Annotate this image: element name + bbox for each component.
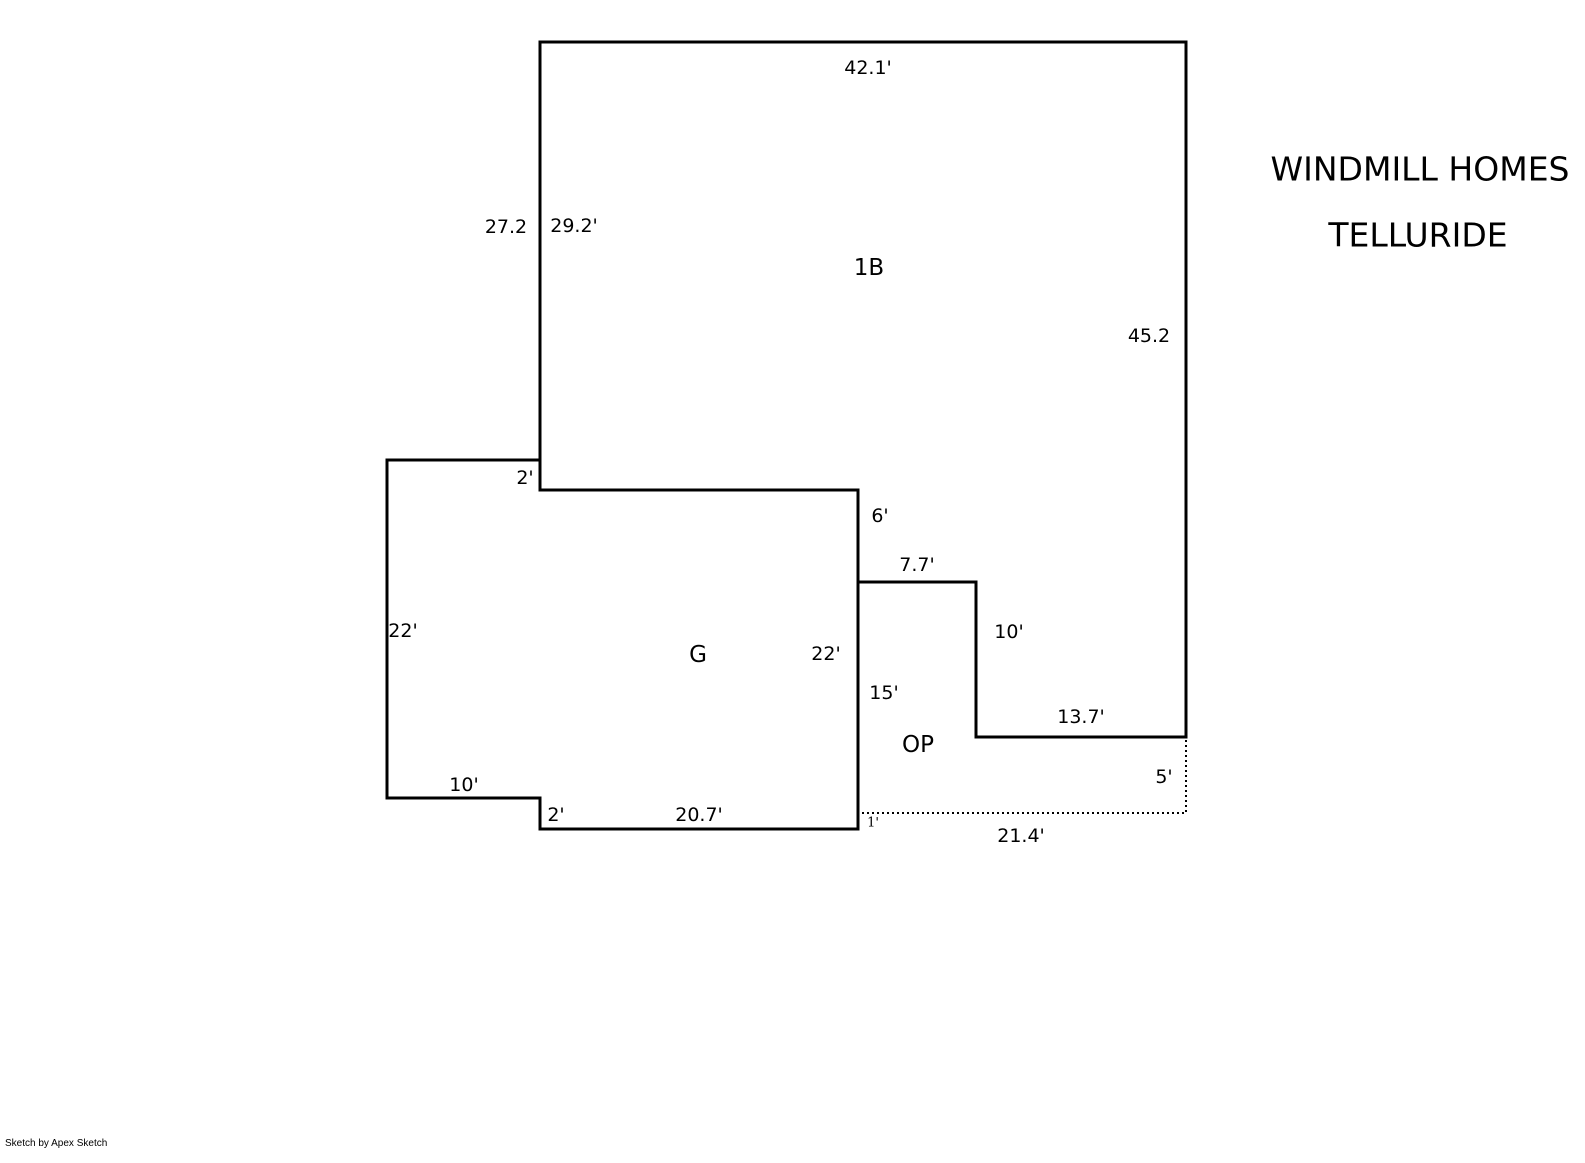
area-label-1b: 1B xyxy=(853,255,885,281)
dim-top: 42.1' xyxy=(844,57,892,79)
dim-step-2-bottom: 2' xyxy=(547,804,565,826)
title-line-2: TELLURIDE xyxy=(1328,215,1508,255)
dim-porch-15: 15' xyxy=(869,682,899,704)
dim-step-2-top: 2' xyxy=(516,467,534,489)
footer-credit: Sketch by Apex Sketch xyxy=(5,1138,108,1149)
open-porch-outline xyxy=(857,582,1187,814)
dim-porch-top: 7.7' xyxy=(899,554,935,576)
dim-one-ft: 1' xyxy=(867,815,879,831)
area-label-op: OP xyxy=(902,732,934,758)
area-label-g: G xyxy=(689,642,707,668)
dim-right: 45.2 xyxy=(1127,325,1171,347)
title-line-1: WINDMILL HOMES xyxy=(1270,149,1570,189)
dim-garage-10: 10' xyxy=(449,774,479,796)
dim-garage-left: 22' xyxy=(388,620,418,642)
dim-garage-bottom: 20.7' xyxy=(675,804,723,826)
dim-garage-right: 22' xyxy=(811,643,841,665)
dim-porch-bottom: 21.4' xyxy=(997,825,1045,847)
garage-outline xyxy=(385,458,860,831)
dim-porch-right-top: 13.7' xyxy=(1057,706,1105,728)
dim-step-6: 6' xyxy=(871,505,889,527)
dim-porch-5: 5' xyxy=(1155,766,1173,788)
dim-porch-10: 10' xyxy=(994,621,1024,643)
first-floor-outline xyxy=(538,40,1188,739)
dim-left-outer: 27.2 xyxy=(484,216,528,238)
dim-left-inner: 29.2' xyxy=(550,215,598,237)
